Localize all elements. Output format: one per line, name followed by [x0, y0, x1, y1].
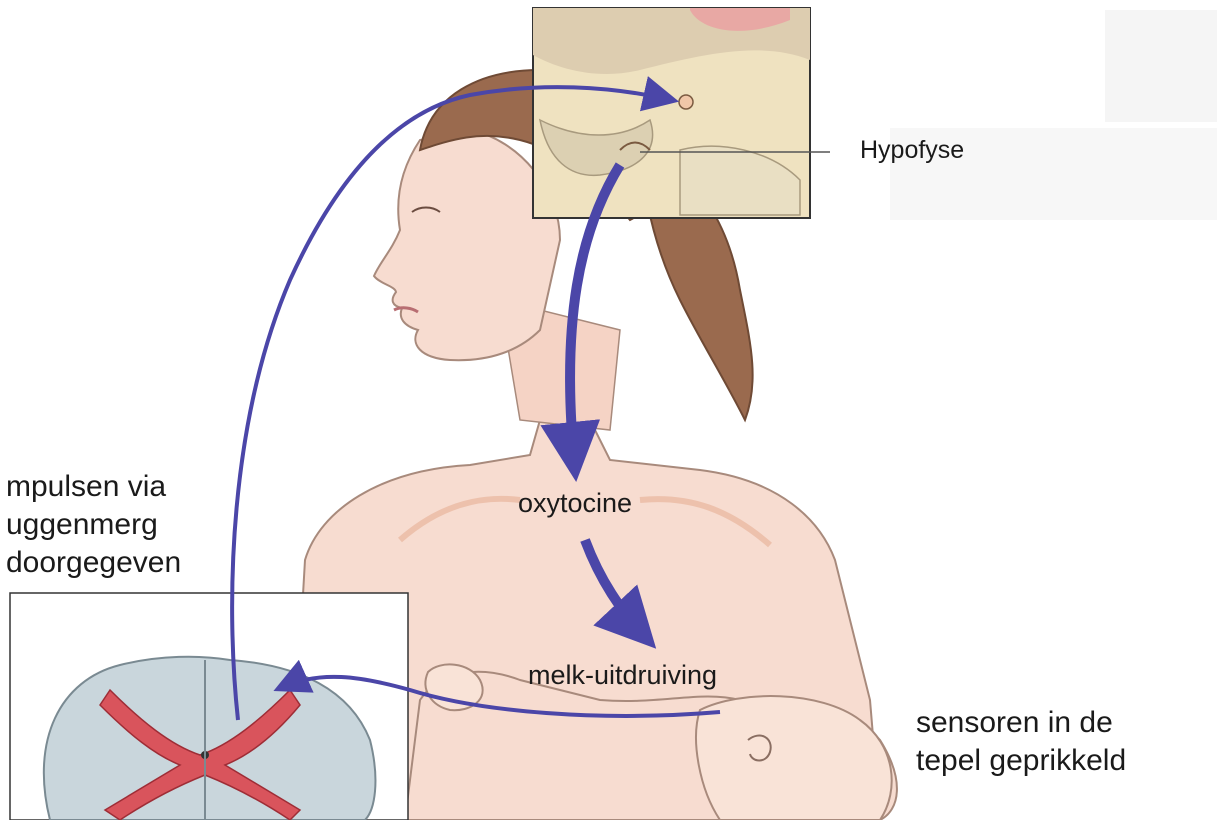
label-impulsen-line-3: doorgegeven: [6, 544, 181, 582]
background-patch: [1105, 10, 1217, 122]
label-impulsen: mpulsen via uggenmerg doorgegeven: [6, 468, 181, 582]
label-hypofyse: Hypofyse: [860, 136, 964, 165]
spinal-cord-inset: [10, 593, 408, 820]
label-oxytocine: oxytocine: [518, 488, 632, 519]
pituitary-inset: [533, 8, 810, 218]
pituitary-gland: [679, 95, 693, 109]
label-impulsen-line-1: mpulsen via: [6, 468, 181, 506]
label-sensoren-line-1: sensoren in de: [916, 704, 1126, 742]
label-impulsen-line-2: uggenmerg: [6, 506, 181, 544]
label-sensoren-line-2: tepel geprikkeld: [916, 742, 1126, 780]
label-sensoren: sensoren in de tepel geprikkeld: [916, 704, 1126, 780]
label-melk-uitdruiving: melk-uitdruiving: [528, 660, 717, 691]
